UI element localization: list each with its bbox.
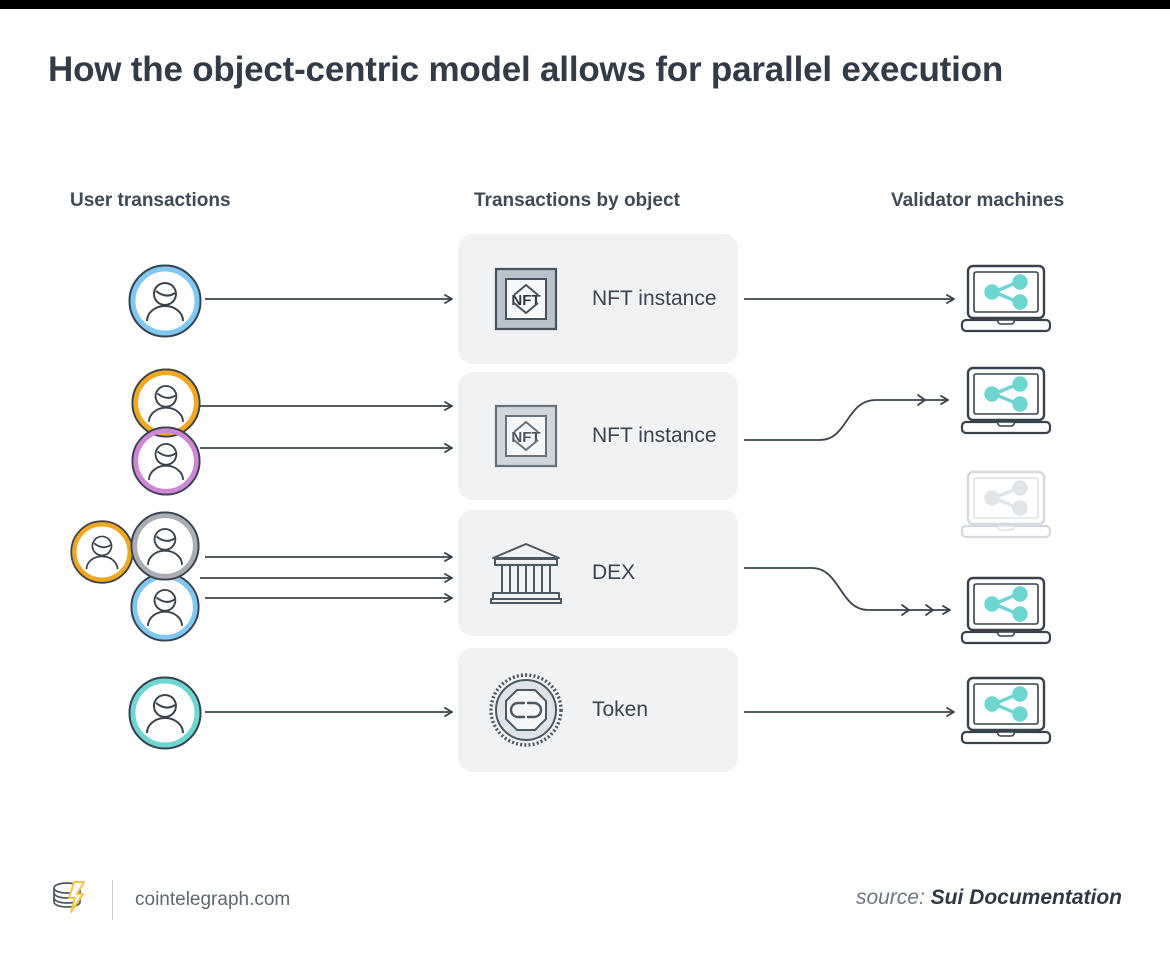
validator-laptop-row-3[interactable] xyxy=(960,576,1052,653)
source-attribution: source: Sui Documentation xyxy=(856,886,1122,910)
avatar-teal-row-4[interactable] xyxy=(128,676,202,755)
validator-laptop-idle[interactable] xyxy=(960,470,1052,547)
footer-site-label: cointelegraph.com xyxy=(135,888,291,910)
object-card-row-3[interactable]: DEX xyxy=(458,510,738,636)
nft-stamp-icon: NFT xyxy=(484,400,568,472)
page-title: How the object-centric model allows for … xyxy=(48,50,1004,89)
validator-laptop-row-2[interactable] xyxy=(960,366,1052,443)
column-header-transactions-by-object: Transactions by object xyxy=(474,190,680,211)
footer: cointelegraph.com xyxy=(48,876,290,923)
avatar-grey-row-3[interactable] xyxy=(130,511,200,586)
validator-laptop-row-4[interactable] xyxy=(960,676,1052,753)
object-card-row-1[interactable]: NFT NFT instance xyxy=(458,234,738,364)
arrow-object-to-validator-row-2 xyxy=(744,394,949,441)
object-card-row-2[interactable]: NFT NFT instance xyxy=(458,372,738,500)
nft-stamp-icon: NFT xyxy=(484,263,568,335)
coin-token-icon xyxy=(484,673,568,747)
object-label: Token xyxy=(592,698,649,721)
column-header-validator-machines: Validator machines xyxy=(891,190,1065,211)
validator-laptop-row-1[interactable] xyxy=(960,264,1052,341)
object-card-row-4[interactable]: Token xyxy=(458,648,738,772)
object-label: DEX xyxy=(592,561,636,584)
source-prefix: source: xyxy=(855,886,931,909)
nft-badge-text: NFT xyxy=(511,429,540,446)
bank-dex-icon xyxy=(484,540,568,606)
avatar-orange-row-3[interactable] xyxy=(70,520,134,589)
cointelegraph-logo xyxy=(48,876,90,923)
object-label: NFT instance xyxy=(592,287,717,310)
nft-badge-text: NFT xyxy=(511,292,540,309)
top-black-bar xyxy=(0,0,1170,9)
avatar-orange-row-2[interactable] xyxy=(131,368,201,443)
object-label: NFT instance xyxy=(592,424,717,447)
avatar-purple-row-2[interactable] xyxy=(131,426,201,501)
column-header-user-transactions: User transactions xyxy=(70,190,231,211)
arrow-object-to-validator-row-3 xyxy=(744,567,951,616)
avatar-blue-row-1[interactable] xyxy=(128,264,202,343)
footer-divider xyxy=(112,879,113,920)
source-name: Sui Documentation xyxy=(930,886,1122,909)
avatar-blue-row-3[interactable] xyxy=(130,572,200,647)
